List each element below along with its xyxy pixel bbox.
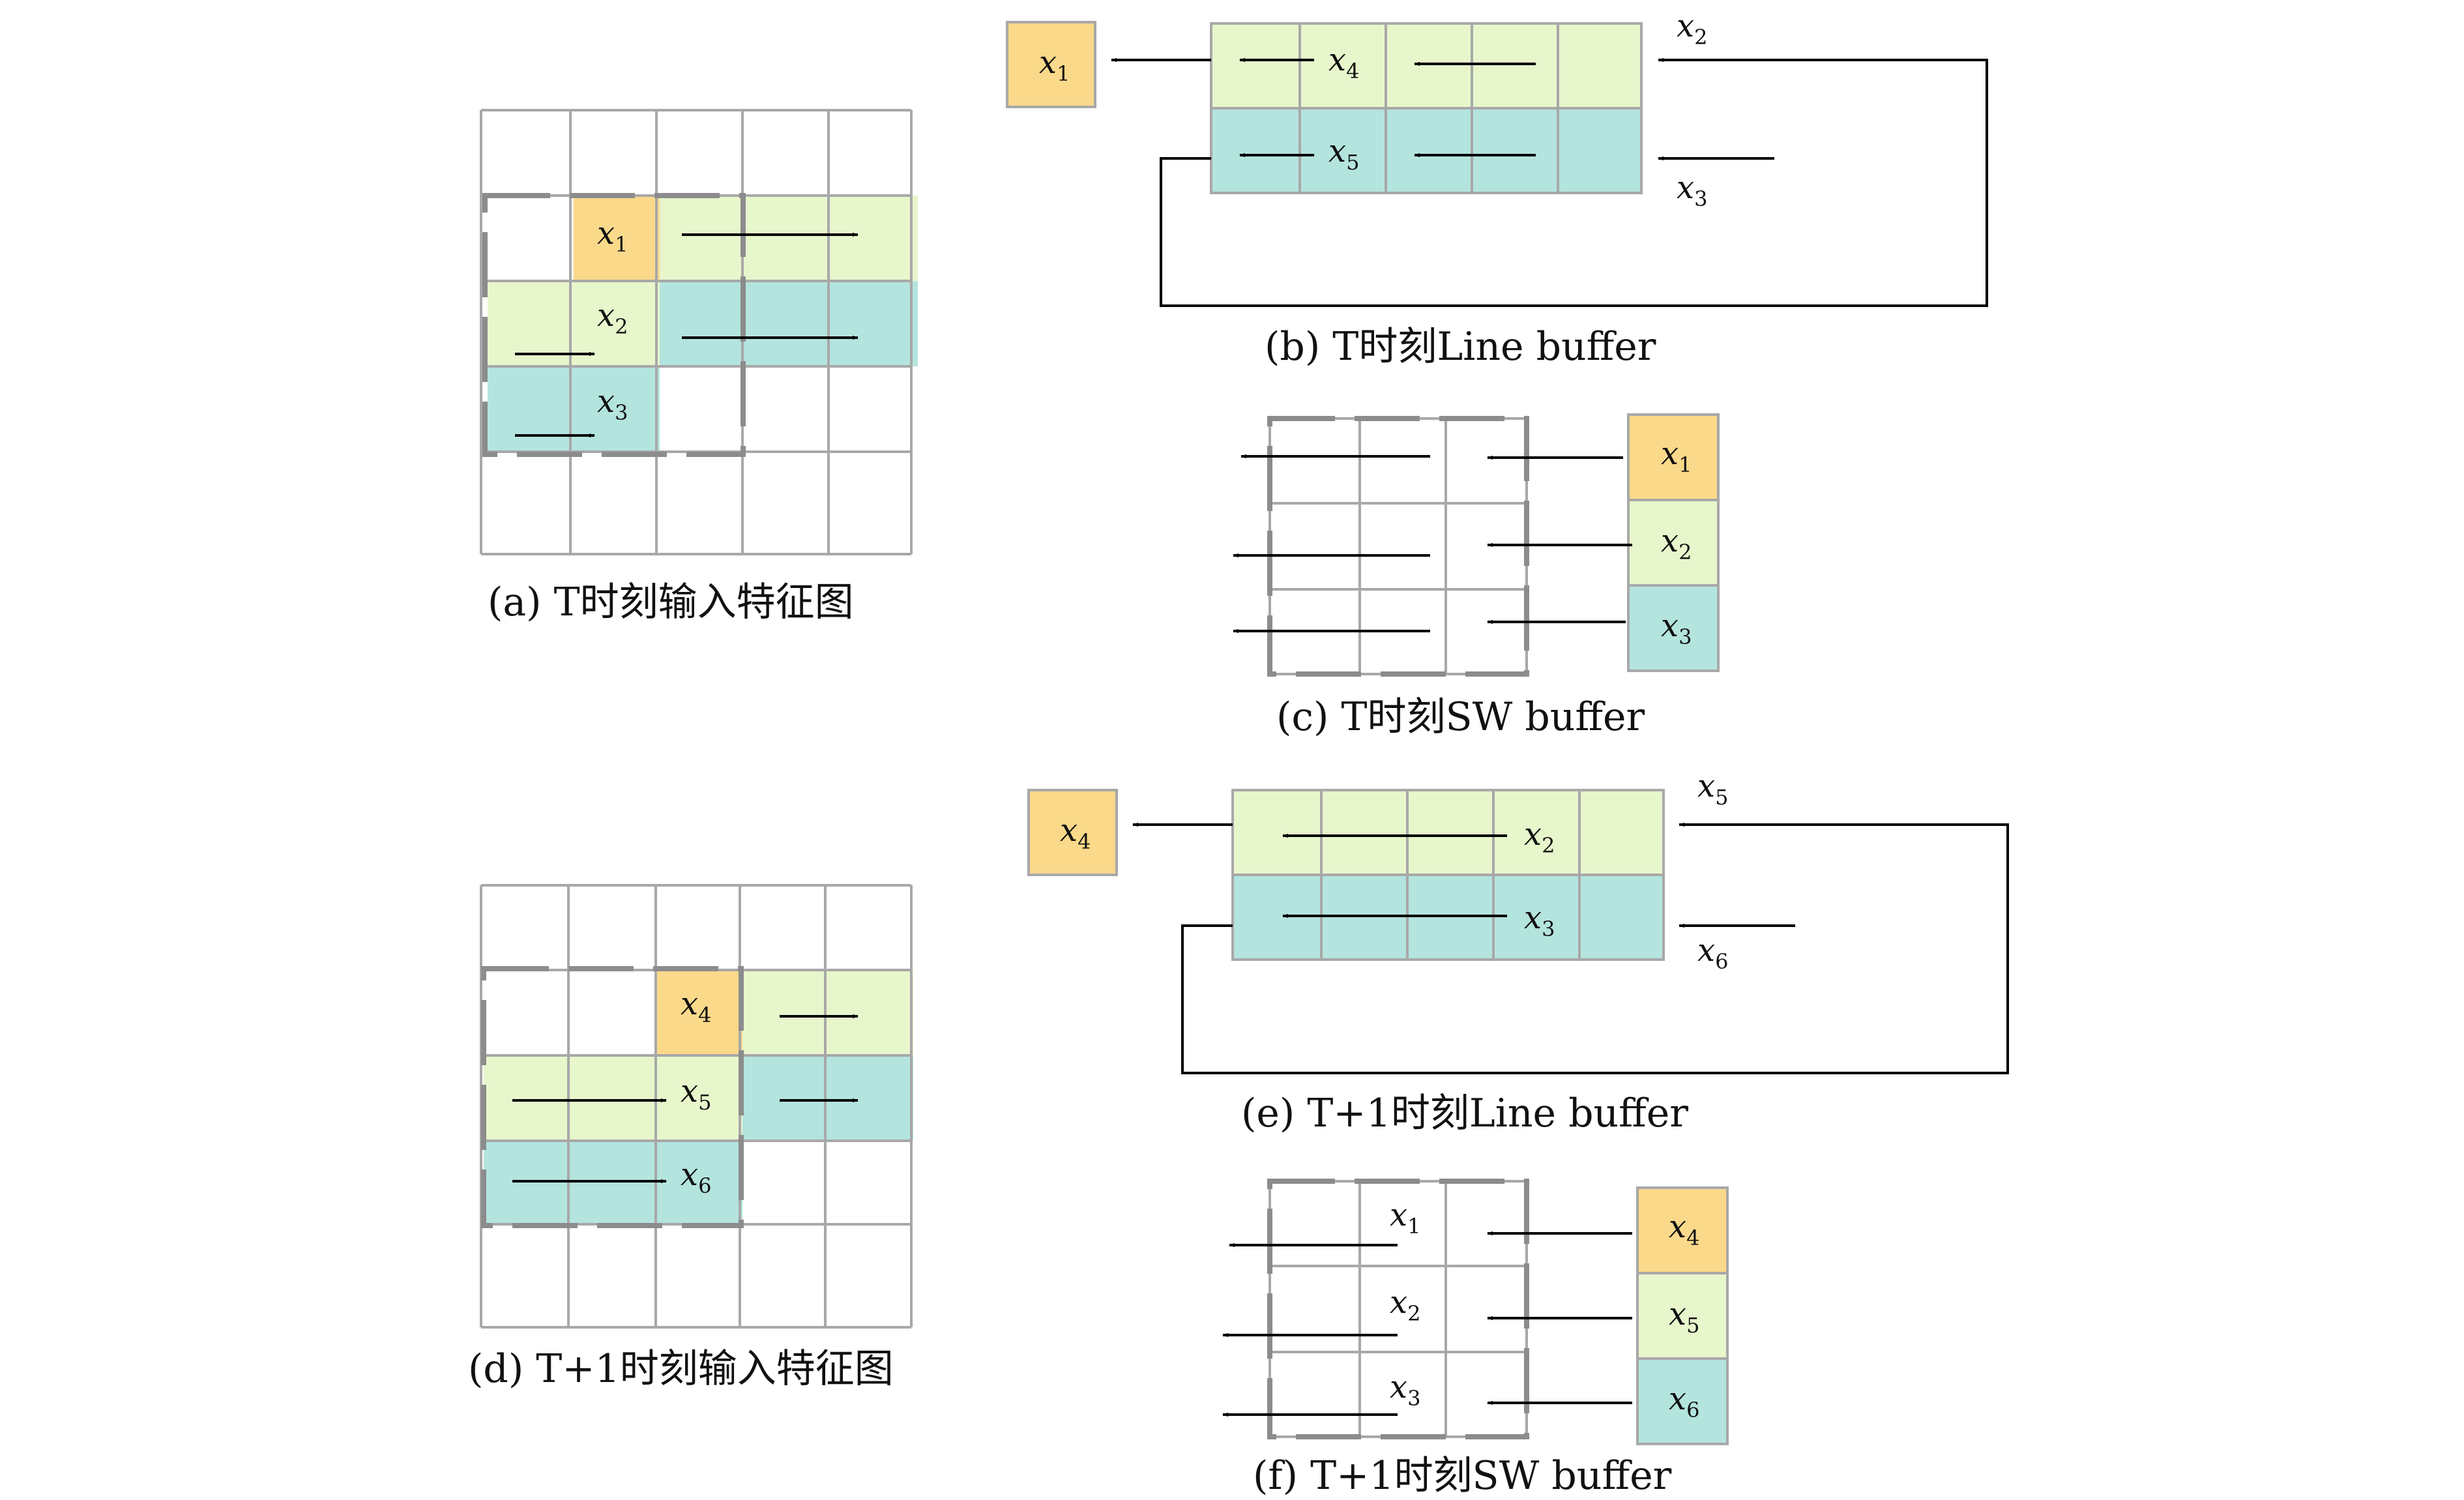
var-x4: x4: [681, 986, 711, 1027]
var-x2: x2: [597, 297, 628, 339]
var-x4: x4: [1328, 42, 1359, 83]
cell: [488, 281, 574, 366]
caption-c: (c) T时刻SW buffer: [1276, 694, 1645, 740]
panel-a-grid: [480, 109, 913, 555]
panel-d-input-feature-map: x4 x5 x6 (d) T+1时刻输入特征图: [468, 884, 913, 1392]
sliding-window-outline: [1267, 1179, 1529, 1439]
cell: [746, 196, 832, 281]
var-x6: x6: [681, 1156, 711, 1198]
caption-f: (f) T+1时刻SW buffer: [1253, 1453, 1672, 1499]
var-x2: x2: [1661, 523, 1692, 565]
cell: [574, 366, 660, 452]
output-cell: [1027, 789, 1118, 876]
var-x3: x3: [597, 383, 628, 425]
caption-d: (d) T+1时刻输入特征图: [468, 1346, 894, 1392]
panel-f-sw-buffer: x1 x2 x3 x4 x5 x6 (f) T+1时刻SW buffer: [1222, 1179, 1729, 1499]
line-buffer-rows: [1211, 23, 1641, 193]
panel-b-arrows: [1111, 57, 1988, 307]
var-x5: x5: [1697, 768, 1728, 810]
cell: [832, 281, 918, 366]
var-x1: x1: [1039, 44, 1070, 86]
cell: [660, 281, 746, 366]
panel-e-arrows: [1132, 822, 2009, 1074]
var-x1: x1: [597, 215, 628, 257]
panel-a-cells: [488, 196, 918, 452]
panel-a-input-feature-map: x1 x2 x3 (a) T时刻输入特征图: [480, 109, 918, 625]
var-x3: x3: [1524, 900, 1555, 941]
panel-e-line-buffer: x4 x2 x3 x5 x6 (e) T+1时刻Line buffer: [1027, 768, 2009, 1136]
panel-a-arrows: [515, 232, 858, 438]
cell: [574, 281, 660, 366]
var-x5: x5: [681, 1073, 711, 1115]
cell: [832, 196, 918, 281]
panel-b-line-buffer: x1 x4 x5 x2 x3 (b) T时刻Line buffer: [1006, 8, 1988, 370]
var-x3: x3: [1661, 608, 1692, 649]
output-cell: [1006, 21, 1096, 108]
cell: [746, 281, 832, 366]
caption-b: (b) T时刻Line buffer: [1265, 324, 1656, 370]
sliding-window-outline: [481, 966, 744, 1228]
panel-c-input-cells: [1627, 413, 1720, 672]
var-x4: x4: [1060, 812, 1091, 854]
sliding-window-outline: [482, 193, 746, 457]
panel-f-input-cells: [1636, 1186, 1729, 1445]
var-x3: x3: [1390, 1369, 1420, 1411]
var-x5: x5: [1328, 133, 1359, 175]
var-x6: x6: [1697, 932, 1728, 974]
var-x2: x2: [1524, 816, 1555, 858]
var-x3: x3: [1677, 169, 1707, 211]
panel-d-grid: [480, 884, 913, 1329]
var-x5: x5: [1669, 1296, 1699, 1338]
caption-e: (e) T+1时刻Line buffer: [1241, 1091, 1688, 1136]
panel-a-labels: x1 x2 x3: [597, 215, 628, 425]
line-buffer-grid: [1210, 22, 1643, 194]
caption-a: (a) T时刻输入特征图: [488, 580, 854, 625]
panel-d-arrows: [512, 1014, 858, 1184]
line-buffer-grid: [1231, 789, 1665, 961]
panel-c-arrows: [1233, 454, 1632, 634]
cell: [488, 366, 574, 452]
panel-c-sw-buffer: x1 x2 x3 (c) T时刻SW buffer: [1233, 413, 1720, 740]
var-x4: x4: [1669, 1209, 1699, 1250]
var-x6: x6: [1669, 1381, 1699, 1422]
var-x2: x2: [1677, 8, 1707, 50]
var-x1: x1: [1661, 435, 1692, 477]
cell: [574, 196, 660, 281]
panel-f-arrows: [1222, 1231, 1632, 1417]
var-x1: x1: [1390, 1197, 1420, 1239]
var-x2: x2: [1390, 1284, 1420, 1326]
cell: [660, 196, 746, 281]
